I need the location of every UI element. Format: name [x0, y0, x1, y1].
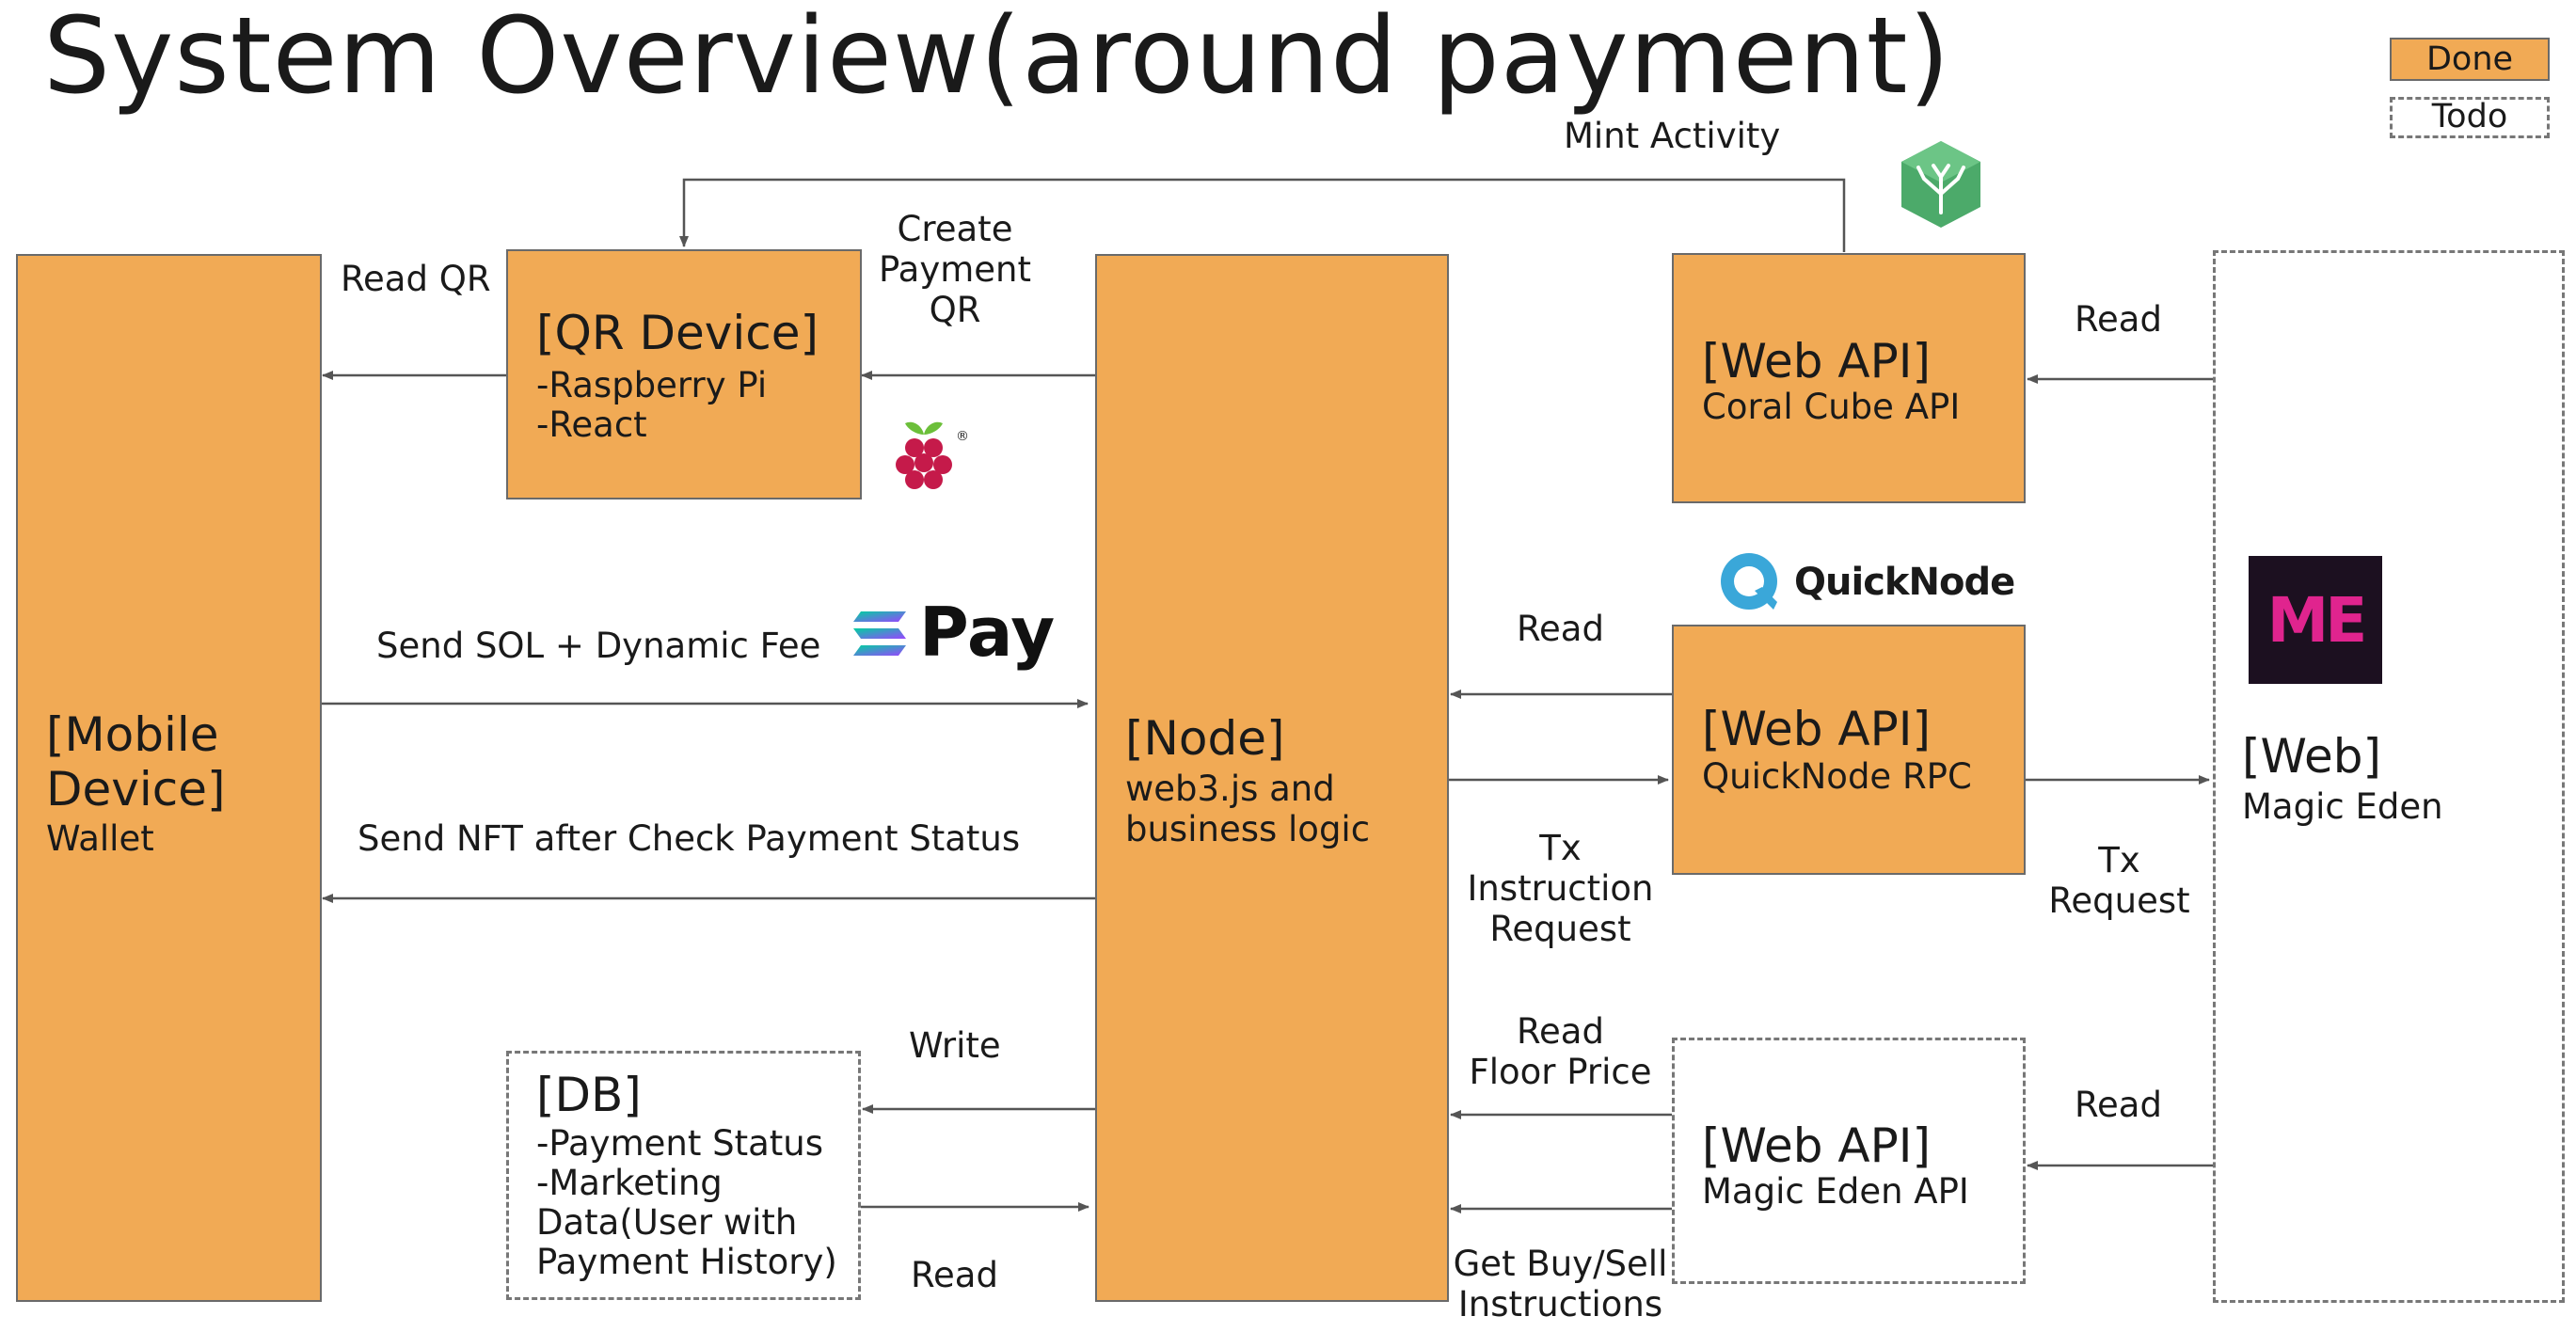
mobile-device-box: [Mobile Device] Wallet	[16, 254, 322, 1302]
solana-pay-logo: Pay	[851, 595, 1058, 672]
quicknode-rpc-box: [Web API] QuickNode RPC	[1672, 625, 2026, 875]
label-mint-activity: Mint Activity	[1564, 116, 1781, 156]
edge-mint-activity	[679, 178, 1846, 252]
mobile-device-title: [Mobile Device]	[46, 707, 226, 817]
db-line-1: -Payment Status	[536, 1123, 823, 1164]
label-create-qr-line-2: Payment	[879, 249, 1031, 290]
label-write-db: Write	[909, 1025, 1001, 1066]
label-get-buy-sell-line-2: Instructions	[1457, 1284, 1663, 1324]
label-read-qr: Read QR	[341, 259, 491, 299]
web-magic-eden-box: ME [Web] Magic Eden	[2213, 250, 2565, 1303]
raspberry-registered-mark: ®	[956, 429, 969, 444]
qr-device-title: [QR Device]	[536, 306, 819, 360]
coral-cube-logo-icon	[1901, 141, 1980, 228]
magic-eden-api-box: [Web API] Magic Eden API	[1672, 1038, 2026, 1284]
quicknode-logo: QuickNode	[1717, 546, 2015, 617]
solana-pay-text: Pay	[919, 593, 1056, 672]
legend-done-label: Done	[2425, 40, 2514, 78]
label-tx-instruction-line-3: Request	[1489, 909, 1631, 949]
label-send-nft: Send NFT after Check Payment Status	[358, 818, 1021, 859]
quicknode-q-icon	[1721, 553, 1777, 610]
label-create-qr-line-1: Create	[897, 209, 1013, 249]
node-sub: web3.js and business logic	[1125, 769, 1371, 849]
solana-stripes-icon	[853, 611, 906, 656]
label-tx-instruction-line-1: Tx	[1539, 828, 1582, 868]
label-tx-instruction: Tx Instruction Request	[1449, 828, 1672, 949]
db-line-4: Payment History)	[536, 1242, 837, 1282]
qr-device-line-2: -React	[536, 404, 647, 445]
label-tx-request-line-2: Request	[2048, 880, 2190, 921]
raspberry-pi-logo-icon: ®	[896, 421, 969, 489]
label-tx-instruction-line-2: Instruction	[1467, 868, 1654, 909]
quicknode-logo-text: QuickNode	[1794, 561, 2015, 604]
mobile-device-sub: Wallet	[46, 818, 154, 859]
label-read-coral: Read	[2075, 299, 2162, 340]
label-get-buy-sell: Get Buy/Sell Instructions	[1449, 1244, 1672, 1324]
legend-done: Done	[2390, 38, 2550, 81]
label-tx-request-line-1: Tx	[2098, 840, 2140, 880]
label-read-floor-line-2: Floor Price	[1469, 1052, 1652, 1092]
coral-cube-api-sub: Coral Cube API	[1702, 387, 1961, 427]
coral-cube-api-title: [Web API]	[1702, 334, 1932, 388]
label-read-me: Read	[2075, 1085, 2162, 1125]
qr-device-line-1: -Raspberry Pi	[536, 365, 768, 405]
label-tx-request: Tx Request	[2026, 840, 2213, 921]
label-read-db: Read	[911, 1255, 998, 1295]
legend-todo-label: Todo	[2431, 98, 2508, 135]
page-title: System Overview(around payment)	[43, 0, 1951, 118]
label-read-floor-line-1: Read	[1517, 1011, 1604, 1052]
web-magic-eden-title: [Web]	[2242, 729, 2382, 784]
magic-eden-logo: ME	[2249, 556, 2382, 684]
label-read-floor: Read Floor Price	[1449, 1011, 1672, 1092]
db-line-3: Data(User with	[536, 1202, 798, 1243]
magic-eden-logo-text: ME	[2266, 583, 2368, 657]
legend-todo: Todo	[2390, 97, 2550, 138]
node-box: [Node] web3.js and business logic	[1095, 254, 1449, 1302]
db-line-2: -Marketing	[536, 1163, 723, 1203]
db-title: [DB]	[536, 1068, 642, 1122]
quicknode-rpc-title: [Web API]	[1702, 702, 1932, 756]
coral-cube-api-box: [Web API] Coral Cube API	[1672, 253, 2026, 503]
label-get-buy-sell-line-1: Get Buy/Sell	[1453, 1244, 1668, 1284]
label-create-qr: Create Payment QR	[866, 209, 1044, 330]
magic-eden-api-title: [Web API]	[1702, 1118, 1932, 1173]
label-send-sol: Send SOL + Dynamic Fee	[376, 626, 821, 666]
web-magic-eden-sub: Magic Eden	[2242, 786, 2443, 827]
label-read-quicknode: Read	[1517, 609, 1604, 649]
qr-device-box: [QR Device] -Raspberry Pi -React	[506, 249, 862, 500]
db-box: [DB] -Payment Status -Marketing Data(Use…	[506, 1051, 861, 1300]
magic-eden-api-sub: Magic Eden API	[1702, 1171, 1969, 1212]
label-create-qr-line-3: QR	[929, 290, 981, 330]
quicknode-rpc-sub: QuickNode RPC	[1702, 756, 1972, 797]
node-title: [Node]	[1125, 711, 1285, 766]
